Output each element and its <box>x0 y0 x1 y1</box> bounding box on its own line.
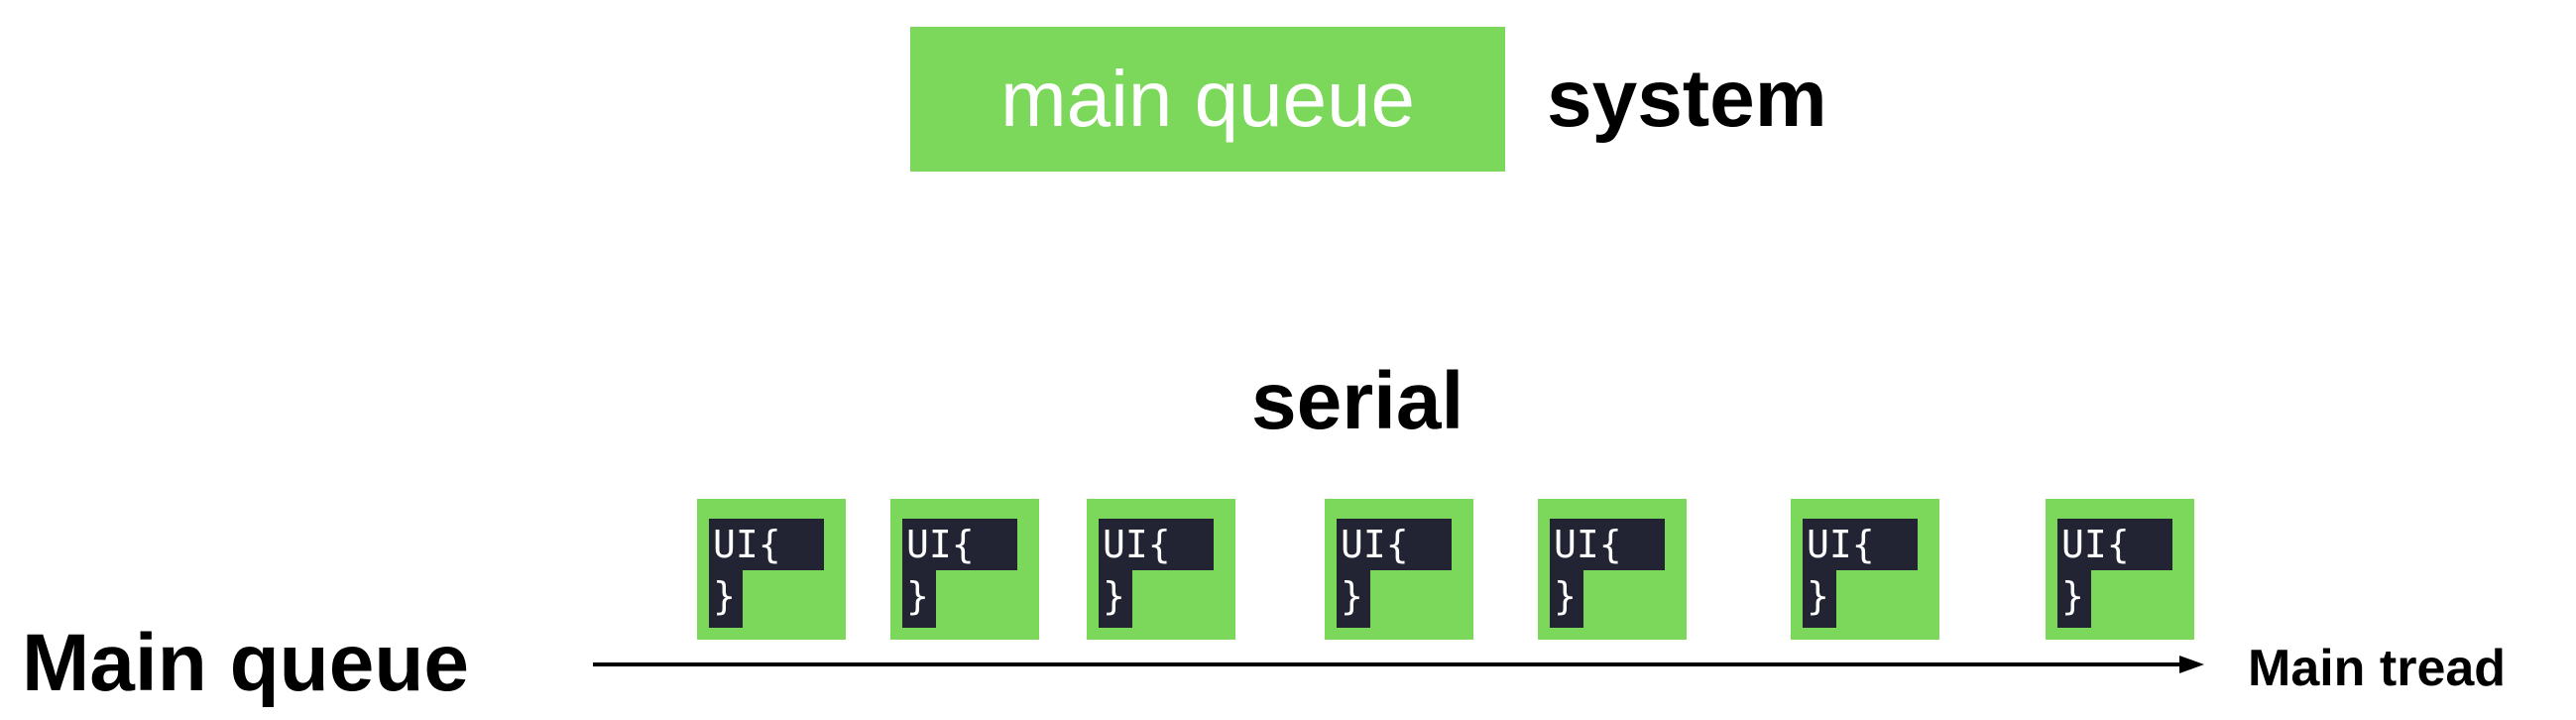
code-line-open: UI{ <box>2061 523 2130 566</box>
serial-label: serial <box>1251 356 1464 446</box>
ui-task-block: UI{ } <box>1791 499 1939 640</box>
code-line-open: UI{ <box>1341 523 1409 566</box>
timeline-arrow <box>593 656 2204 673</box>
code-snippet: UI{ } <box>709 519 824 628</box>
code-line-close: } <box>1554 574 1577 618</box>
system-label: system <box>1547 54 1827 144</box>
code-line-open: UI{ <box>1554 523 1622 566</box>
ui-task-block: UI{ } <box>697 499 846 640</box>
ui-task-block: UI{ } <box>1325 499 1473 640</box>
code-line-close: } <box>2061 574 2084 618</box>
code-line-open: UI{ <box>713 523 781 566</box>
code-line-open: UI{ <box>1103 523 1171 566</box>
code-snippet: UI{ } <box>902 519 1017 628</box>
code-line-close: } <box>906 574 929 618</box>
code-snippet: UI{ } <box>1550 519 1665 628</box>
code-snippet: UI{ } <box>1803 519 1918 628</box>
arrowhead-icon <box>2179 656 2204 673</box>
ui-task-block: UI{ } <box>1538 499 1687 640</box>
code-line-close: } <box>1341 574 1363 618</box>
code-snippet: UI{ } <box>2057 519 2172 628</box>
main-queue-label: Main queue <box>22 618 470 708</box>
code-line-open: UI{ <box>1807 523 1875 566</box>
title-row: main queue system <box>910 27 1827 172</box>
code-line-close: } <box>1103 574 1125 618</box>
ui-task-block: UI{ } <box>2046 499 2194 640</box>
code-line-close: } <box>713 574 736 618</box>
ui-task-block: UI{ } <box>1087 499 1235 640</box>
main-queue-badge: main queue <box>910 27 1505 172</box>
code-line-open: UI{ <box>906 523 975 566</box>
ui-task-block: UI{ } <box>890 499 1039 640</box>
code-snippet: UI{ } <box>1099 519 1214 628</box>
code-snippet: UI{ } <box>1337 519 1452 628</box>
main-thread-label: Main tread <box>2248 640 2507 697</box>
code-line-close: } <box>1807 574 1829 618</box>
